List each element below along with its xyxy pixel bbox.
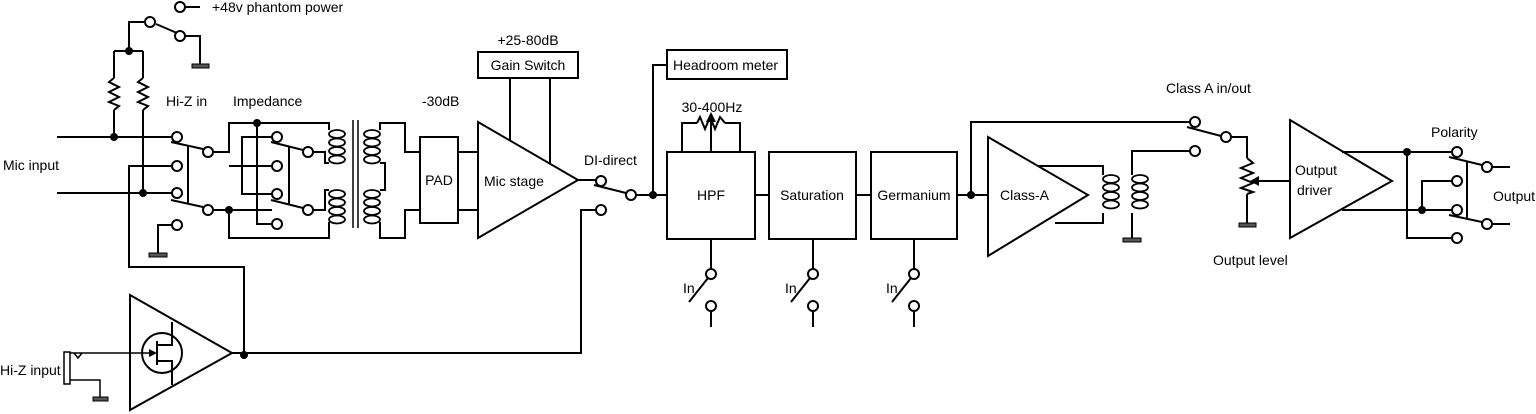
junction-dot (139, 189, 147, 197)
in-switch-label: In (886, 280, 898, 296)
switch-terminal (595, 175, 607, 187)
output-driver-label-2: driver (1297, 182, 1332, 198)
coil-icon (363, 129, 381, 165)
switch-terminal (271, 188, 283, 200)
hpf-label: HPF (697, 187, 725, 203)
gain-switch-label: Gain Switch (491, 57, 566, 73)
switch-terminal (271, 131, 283, 143)
hiz-input-jack-icon (63, 351, 149, 402)
headroom-meter-block (666, 49, 788, 80)
output-label: Output (1493, 188, 1535, 204)
coil-icon (363, 189, 381, 225)
gain-range-label: +25-80dB (497, 32, 558, 48)
class-a-amplifier (987, 135, 1090, 258)
mic-stage-amplifier (477, 120, 580, 240)
switch-terminal (202, 204, 214, 216)
junction-dot (967, 191, 975, 199)
junction-dot (125, 47, 133, 55)
coil-icon (1102, 174, 1120, 210)
junction-dot (240, 351, 248, 359)
class-a-inout-label: Class A in/out (1166, 80, 1251, 96)
coil-icon (328, 189, 346, 225)
switch-terminal (595, 204, 607, 216)
junction-dot (1403, 148, 1411, 156)
switch-terminal (271, 218, 283, 230)
output-level-pot-icon (1238, 157, 1257, 195)
phantom-label: +48v phantom power (212, 0, 343, 15)
junction-dot (110, 133, 118, 141)
gain-switch-block (477, 51, 579, 79)
switch-terminal (171, 131, 183, 143)
bypass-in-switch: In (785, 239, 819, 327)
switch-terminal (202, 146, 214, 158)
in-switch-label: In (683, 280, 695, 296)
switch-terminal (174, 1, 186, 13)
output-driver-amplifier (1289, 118, 1394, 240)
coil-icon (1131, 174, 1149, 210)
switch-terminal (1451, 232, 1463, 244)
germanium-label: Germanium (877, 187, 950, 203)
switch-terminal (1189, 116, 1201, 128)
mic-stage-label: Mic stage (484, 173, 544, 189)
bypass-in-switch: In (886, 239, 920, 327)
junction-dot (649, 191, 657, 199)
switch-terminal (1220, 131, 1232, 143)
switch-terminal (1451, 204, 1463, 216)
bypass-in-switch: In (683, 239, 717, 327)
saturation-label: Saturation (780, 187, 844, 203)
phantom-power-switch (128, 6, 210, 69)
switch-terminal (174, 30, 186, 42)
switch-terminal (1189, 145, 1201, 157)
switch-terminal (302, 204, 314, 216)
switch-terminal (1481, 161, 1493, 173)
junction-dot (225, 206, 233, 214)
polarity-label: Polarity (1431, 124, 1478, 140)
hiz-input-label: Hi-Z input (0, 362, 61, 378)
switch-terminal (144, 16, 156, 28)
switch-terminal (302, 146, 314, 158)
impedance-label: Impedance (233, 93, 302, 109)
input-wiring (57, 50, 245, 355)
input-transformer (352, 120, 420, 239)
junction-dot (1418, 206, 1426, 214)
hpf-range-label: 30-400Hz (682, 99, 743, 115)
mic-input-label: Mic input (3, 157, 59, 173)
pad-db-label: -30dB (422, 93, 459, 109)
pad-block (419, 136, 459, 224)
switch-terminal (625, 189, 637, 201)
junction-dot (253, 119, 261, 127)
hiz-in-label: Hi-Z in (166, 93, 207, 109)
in-switch-label: In (785, 280, 797, 296)
class-a-label: Class-A (1000, 187, 1050, 203)
coil-icon (328, 129, 346, 165)
switch-terminal (1451, 175, 1463, 187)
switch-terminal (1481, 218, 1493, 230)
output-level-label: Output level (1213, 252, 1288, 268)
headroom-meter-label: Headroom meter (673, 57, 778, 73)
pad-label: PAD (425, 172, 453, 188)
switch-terminal (171, 187, 183, 199)
switch-terminal (271, 160, 283, 172)
switch-terminal (171, 160, 183, 172)
output-driver-label-1: Output (1295, 162, 1337, 178)
hpf-frequency-pot-icon (681, 112, 741, 152)
switch-terminal (1451, 146, 1463, 158)
switch-terminal (171, 219, 183, 231)
di-direct-label: DI-direct (584, 152, 637, 168)
impedance-switch (213, 122, 330, 239)
